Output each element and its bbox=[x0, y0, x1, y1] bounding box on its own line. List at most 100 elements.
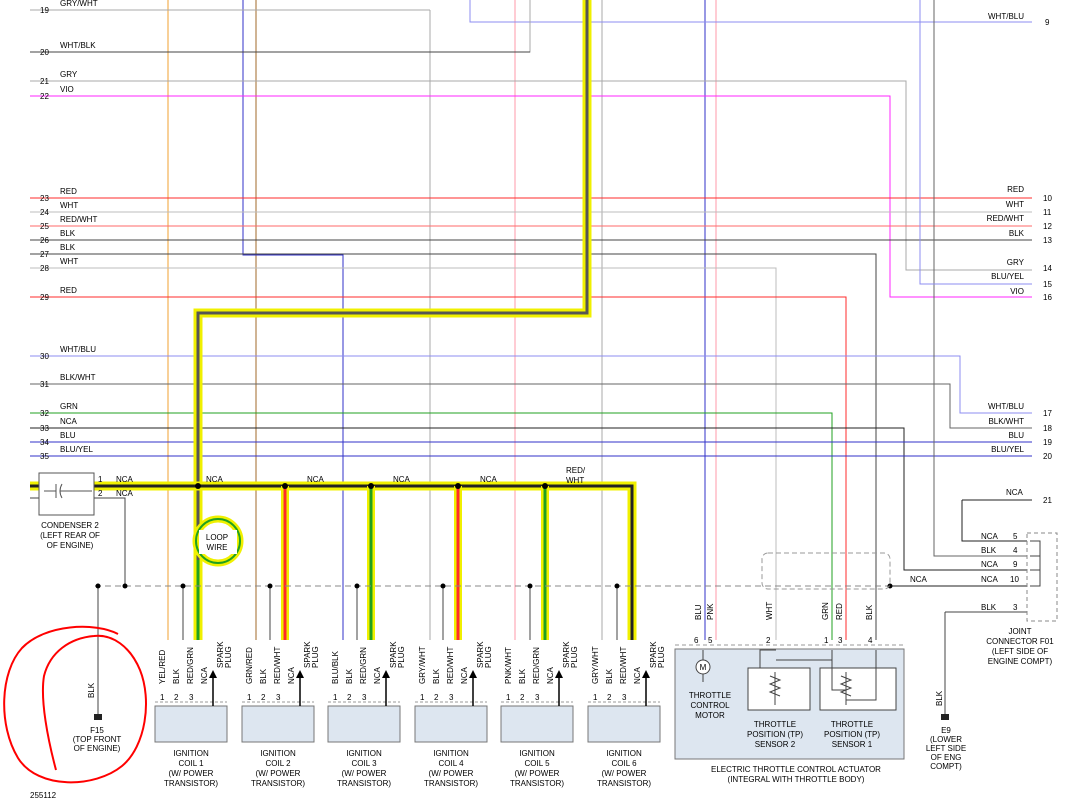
coil-wire-label: RED/GRN bbox=[532, 647, 541, 684]
f15-ground-terminal bbox=[94, 714, 102, 720]
left-wire-label: GRN bbox=[60, 402, 78, 411]
wire-pin31 bbox=[30, 383, 1032, 429]
condenser-pin1-wire: NCA bbox=[116, 475, 134, 484]
spark-plug-label: SPARKPLUG bbox=[389, 641, 406, 668]
tp-sensor-2-icon bbox=[747, 649, 832, 711]
left-wire-label: WHT bbox=[60, 257, 78, 266]
motor-icon: M bbox=[695, 650, 711, 682]
left-wire-label: RED bbox=[60, 286, 77, 295]
right-pin-num: 19 bbox=[1043, 438, 1052, 447]
coil-wire-label: NCA bbox=[633, 666, 642, 684]
ground-bus bbox=[30, 497, 1030, 720]
right-pin-num: 9 bbox=[1045, 18, 1050, 27]
right-wire-label: RED bbox=[1007, 185, 1024, 194]
right-pin-num: 17 bbox=[1043, 409, 1052, 418]
left-pin-num: 35 bbox=[40, 452, 49, 461]
actuator-wire-label: RED bbox=[835, 603, 844, 620]
right-pin-num: 20 bbox=[1043, 452, 1052, 461]
left-wire-label: WHT/BLU bbox=[60, 345, 96, 354]
coil-wire-label: NCA bbox=[373, 666, 382, 684]
wire-pin27 bbox=[30, 253, 877, 640]
left-wire-label: BLU bbox=[60, 431, 76, 440]
wire-gray-top bbox=[30, 0, 531, 53]
left-pin-num: 26 bbox=[40, 236, 49, 245]
actuator-pin-num: 6 bbox=[694, 636, 699, 645]
left-wire-label: GRY/WHT bbox=[60, 0, 98, 8]
right-wire-label: BLK bbox=[1009, 229, 1025, 238]
horizontal-wires bbox=[30, 0, 1032, 640]
spark-plug-label: SPARKPLUG bbox=[476, 641, 493, 668]
yellow-highlighted-harness bbox=[30, 0, 637, 640]
bus-label: NCA bbox=[480, 475, 498, 484]
coil-wire-label: NCA bbox=[546, 666, 555, 684]
spark-plug-label: SPARKPLUG bbox=[649, 641, 666, 668]
left-pin-num: 30 bbox=[40, 352, 49, 361]
joint-pin-wire: BLK bbox=[981, 546, 997, 555]
condenser-pin2: 2 bbox=[98, 489, 103, 498]
coil-pin-num: 1 bbox=[506, 693, 511, 702]
actuator-pin-num: 3 bbox=[838, 636, 843, 645]
wire-pin21 bbox=[30, 80, 1032, 271]
coil-pin-num: 3 bbox=[362, 693, 367, 702]
coil-pin-num: 2 bbox=[434, 693, 439, 702]
wire-pin30 bbox=[30, 355, 1032, 414]
right-wire-label: BLU bbox=[1008, 431, 1024, 440]
coil-pin-num: 3 bbox=[622, 693, 627, 702]
left-pin-num: 28 bbox=[40, 264, 49, 273]
motor-symbol: M bbox=[700, 663, 707, 672]
left-wire-label: GRY bbox=[60, 70, 78, 79]
actuator-wire-label: GRN bbox=[821, 602, 830, 620]
right-pin-num: 11 bbox=[1043, 208, 1052, 217]
left-wire-label: BLK bbox=[60, 243, 76, 252]
left-wire-label: WHT/BLK bbox=[60, 41, 96, 50]
wire-pin14-gray bbox=[933, 0, 1030, 557]
joint-feed-label: NCA bbox=[910, 575, 928, 584]
left-wire-label: VIO bbox=[60, 85, 74, 94]
coil-pin-num: 3 bbox=[449, 693, 454, 702]
joint-top-num: 21 bbox=[1043, 496, 1052, 505]
left-pin-num: 32 bbox=[40, 409, 49, 418]
coil-pin-num: 1 bbox=[160, 693, 165, 702]
left-wire-label: RED bbox=[60, 187, 77, 196]
joint-pin-wire: BLK bbox=[981, 603, 997, 612]
wire-pin32 bbox=[30, 412, 833, 640]
left-wire-label: BLU/YEL bbox=[60, 445, 93, 454]
wire-pin28 bbox=[30, 267, 777, 640]
e9-wire-label: BLK bbox=[935, 690, 944, 706]
left-pin-num: 24 bbox=[40, 208, 49, 217]
joint-pin-num: 10 bbox=[1010, 575, 1019, 584]
capacitor-icon bbox=[44, 483, 92, 499]
coil-pin-num: 2 bbox=[347, 693, 352, 702]
actuator-wire-label: WHT bbox=[765, 602, 774, 620]
joint-pin-wire: NCA bbox=[981, 560, 999, 569]
right-pin-num: 14 bbox=[1043, 264, 1052, 273]
actuator-wire-label: BLK bbox=[865, 604, 874, 620]
wire-white-blue-top bbox=[469, 0, 1032, 23]
coil-wire-label: NCA bbox=[460, 666, 469, 684]
coil-pin-num: 2 bbox=[174, 693, 179, 702]
right-pin-num: 15 bbox=[1043, 280, 1052, 289]
left-pin-num: 31 bbox=[40, 380, 49, 389]
bus-label: NCA bbox=[206, 475, 224, 484]
wire-blue-coil3 bbox=[242, 0, 344, 640]
bus-label: NCA bbox=[307, 475, 325, 484]
right-pin-num: 10 bbox=[1043, 194, 1052, 203]
joint-top-wire: NCA bbox=[1006, 488, 1024, 497]
joint-pin-num: 4 bbox=[1013, 546, 1018, 555]
wire-pin33 bbox=[30, 427, 1030, 571]
joint-pin-num: 5 bbox=[1013, 532, 1018, 541]
